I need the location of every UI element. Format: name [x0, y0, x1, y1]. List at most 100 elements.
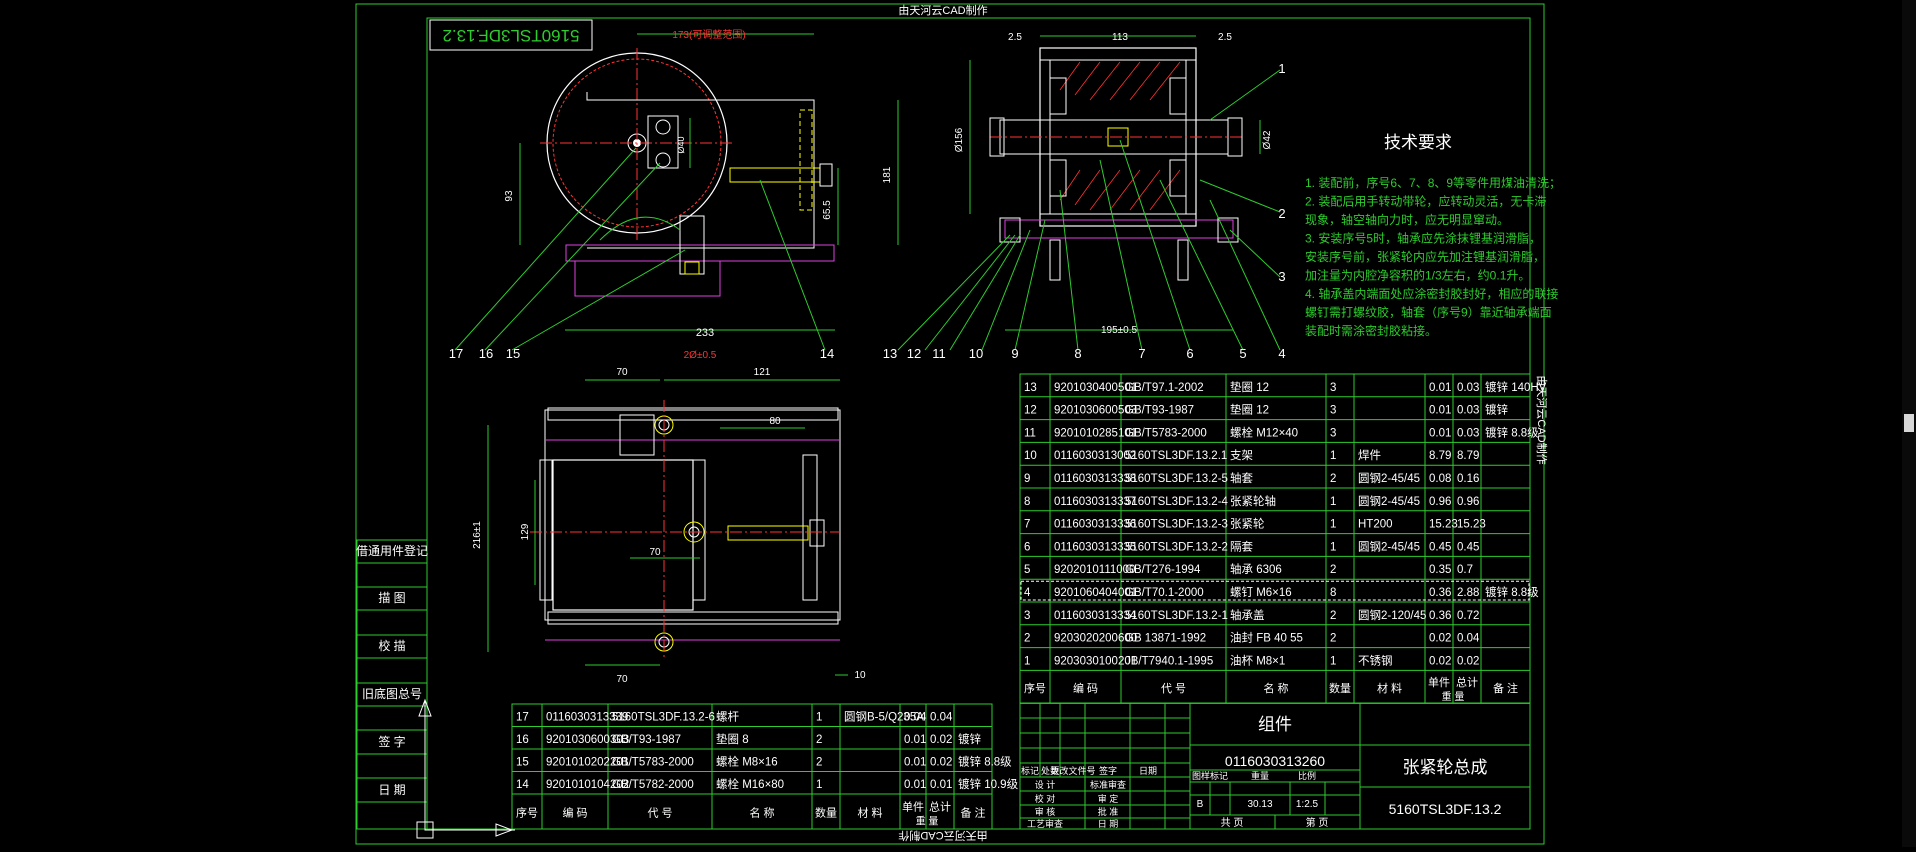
left-col-item-5: 日 期 — [378, 783, 405, 797]
bom-cell: 0.04 — [1457, 633, 1480, 645]
bom-cell: 镀锌 — [958, 732, 981, 746]
bom-cell: 0.01 — [904, 734, 926, 746]
bom-cell: 1 — [1024, 655, 1030, 667]
bom-cell: 11 — [1024, 427, 1036, 439]
bom-header-cell: 单件 — [902, 801, 924, 814]
balloon-16: 16 — [479, 346, 493, 361]
bom-cell: 0.35 — [1429, 564, 1451, 576]
title-stage-mark: B — [1197, 799, 1204, 810]
bom-cell: 镀锌 8.8级 — [1485, 425, 1539, 439]
dim-side-center: 113 — [1112, 32, 1128, 43]
tech-line: 装配时需涂密封胶粘接。 — [1305, 323, 1437, 338]
dim-top-f: 70 — [649, 547, 661, 558]
bom-cell: 0.01 — [1429, 382, 1451, 394]
bom-cell: 9201060404001 — [1054, 587, 1137, 599]
bom-cell: 0.96 — [1457, 496, 1479, 508]
bom-cell: 9202010111000 — [1054, 564, 1135, 576]
balloon-2: 2 — [1278, 206, 1285, 221]
bom-cell: 支架 — [1230, 449, 1253, 462]
bom-cell: 3 — [1330, 405, 1336, 417]
title-code: 0116030313260 — [1225, 753, 1325, 769]
balloon-3: 3 — [1278, 269, 1285, 284]
bom-cell: 0.02 — [1457, 655, 1479, 667]
bom-cell: 9201030600303 — [546, 734, 629, 746]
bom-cell: 0.02 — [1429, 633, 1451, 645]
bom-cell: 0116030313336 — [1054, 519, 1136, 531]
bom-cell: 9201030400501 — [1054, 382, 1137, 394]
bom-cell: 2.88 — [1457, 587, 1479, 599]
balloon-8: 8 — [1074, 346, 1081, 361]
tech-line: 4. 轴承盖内端面处应涂密封胶封好，相应的联接 — [1305, 286, 1558, 301]
scrollbar-thumb[interactable] — [1904, 414, 1914, 432]
dim-side-bottom: 195±0.5 — [1101, 325, 1138, 336]
bom-cell: 油杯 M8×1 — [1230, 653, 1285, 667]
bom-cell: 镀锌 — [1485, 403, 1508, 417]
bom-cell: 3 — [1330, 427, 1336, 439]
bom-cell: 0.36 — [1429, 587, 1451, 599]
bom-cell: 0.01 — [904, 757, 926, 769]
bom-cell: 16 — [516, 734, 529, 746]
bom-cell: 螺栓 M12×40 — [1230, 425, 1298, 439]
bom-cell: GB/T5782-2000 — [612, 779, 694, 791]
sign-mid-1: 审 定 — [1098, 793, 1119, 804]
sign-mid-0: 标准审查 — [1090, 779, 1126, 790]
bom-cell: 张紧轮轴 — [1230, 494, 1276, 508]
left-col-item-0: 借通用件登记 — [356, 543, 428, 558]
sign-row-2: 审 核 — [1035, 806, 1056, 817]
bom-cell: 轴承 6306 — [1230, 562, 1282, 576]
bom-cell: 9201010285101 — [1054, 427, 1137, 439]
dim-front-bottom: 233 — [696, 327, 714, 339]
bom-cell: 0.72 — [1457, 610, 1479, 622]
bom-cell: 0.01 — [1429, 427, 1451, 439]
bom-frame — [511, 703, 993, 830]
title-col-label-2: 比例 — [1298, 770, 1316, 781]
bom-cell: 0.01 — [930, 779, 952, 791]
bom-header-cell: 代 号 — [1161, 682, 1186, 695]
dim-top-height: 216±1 — [472, 521, 483, 549]
tech-line: 加注量为内腔净容积的1/3左右，约0.1升。 — [1305, 268, 1530, 283]
bom-cell: 12 — [1024, 405, 1037, 417]
bom-cell: 2 — [1330, 564, 1336, 576]
bom-cell: 10 — [1024, 450, 1037, 462]
vertical-scrollbar[interactable] — [1902, 0, 1916, 847]
title-sheet-right: 第 页 — [1306, 816, 1329, 829]
title-weight: 30.13 — [1247, 799, 1272, 810]
watermark-side: 由天河云CAD制作 — [1535, 375, 1549, 464]
dim-front-top: 173(可调整范围) — [672, 28, 745, 41]
bom-cell: GB/T276-1994 — [1125, 564, 1201, 576]
bom-cell: 0.03 — [1457, 405, 1479, 417]
bom-cell: 镀锌 8.8级 — [958, 755, 1012, 769]
sign-row-3: 工艺审查 — [1027, 818, 1063, 829]
bom-cell: GB/T5783-2000 — [1125, 427, 1207, 439]
bom-cell: 垫圈 12 — [1230, 380, 1269, 394]
bom-cell: 13 — [1024, 382, 1037, 394]
bom-row-selected[interactable] — [1020, 580, 1530, 601]
bom-cell: 0.02 — [1429, 655, 1451, 667]
bom-header-weight: 重 量 — [1442, 690, 1465, 703]
balloon-1: 1 — [1278, 61, 1285, 76]
bom-cell: 5160TSL3DF.13.2-5 — [1125, 473, 1228, 485]
bom-cell: 圆钢2-45/45 — [1358, 540, 1420, 553]
bom-header-cell: 数量 — [815, 807, 837, 820]
bom-cell: 5160TSL3DF.13.2-3 — [1125, 519, 1228, 531]
bom-cell: 镀锌 10.9级 — [958, 777, 1019, 791]
drawing-code-text: 5160TSL3DF.13.2 — [442, 26, 579, 45]
bom-cell: 1 — [816, 712, 822, 724]
balloon-15: 15 — [506, 346, 520, 361]
bom-cell: 镀锌 140HV — [1485, 380, 1547, 394]
bom-cell: 6 — [1024, 541, 1030, 553]
dim-top-a: 70 — [616, 367, 628, 378]
left-col-item-2: 校 描 — [378, 638, 405, 653]
left-col-item-3: 旧底图总号 — [362, 686, 422, 701]
title-col-label-1: 重量 — [1251, 770, 1269, 781]
bom-cell: 螺杆 — [716, 710, 739, 724]
bom-header-cell: 序号 — [516, 806, 538, 820]
bom-cell: 5 — [1024, 564, 1030, 576]
title-kind: 组件 — [1258, 715, 1292, 734]
bom-cell: 圆钢2-45/45 — [1358, 472, 1420, 485]
left-registration-column — [356, 539, 515, 839]
dim-top-g: 10 — [854, 670, 866, 681]
